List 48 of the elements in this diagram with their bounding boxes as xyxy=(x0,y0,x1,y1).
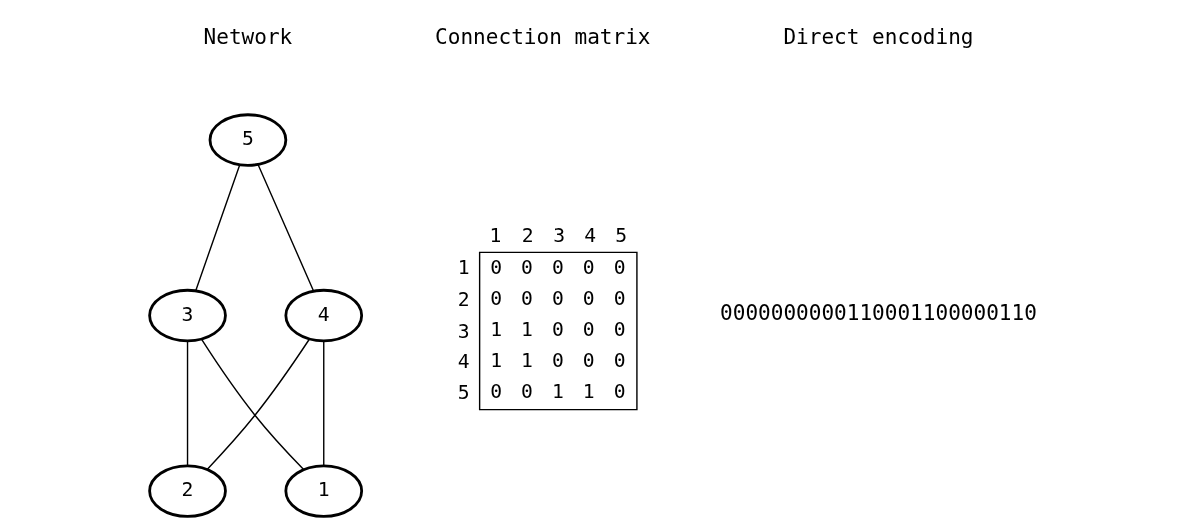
label: 0 xyxy=(582,318,595,342)
label: 1 xyxy=(551,379,564,403)
node-ellipse: 3 xyxy=(148,288,227,343)
label: 1 xyxy=(457,255,470,279)
node-ellipse: 2 xyxy=(148,464,227,518)
label: 4 xyxy=(457,350,470,374)
label: 0 xyxy=(613,349,626,373)
label: 0 xyxy=(582,349,595,373)
label: 0 xyxy=(582,287,595,311)
label: 0 xyxy=(521,287,533,311)
label: 0 xyxy=(613,379,626,403)
label: 0 xyxy=(613,318,626,342)
node-ellipse: 1 xyxy=(284,464,364,518)
label: Network xyxy=(203,23,293,49)
node-ellipse: 4 xyxy=(284,288,364,343)
label: 1 xyxy=(489,224,502,248)
label: 0 xyxy=(613,256,626,280)
label: 0 xyxy=(521,379,533,403)
label: 4 xyxy=(584,224,597,248)
label: 3 xyxy=(553,224,566,248)
connector xyxy=(195,164,241,292)
connector xyxy=(323,340,325,467)
label: 1 xyxy=(582,379,595,403)
label: Connection matrix xyxy=(435,23,651,49)
label: 0 xyxy=(521,256,533,280)
label: 0 xyxy=(551,256,564,280)
connector xyxy=(186,340,189,467)
label: 1 xyxy=(521,349,533,373)
label: 0000000000110001100000110 xyxy=(720,300,1037,326)
connector xyxy=(257,164,315,292)
label: 0 xyxy=(490,379,503,403)
label: 0 xyxy=(613,287,626,311)
label: 0 xyxy=(551,318,564,342)
label: 5 xyxy=(457,381,470,405)
label: 1 xyxy=(490,318,503,342)
label: Direct encoding xyxy=(783,23,974,49)
label: 0 xyxy=(490,256,503,280)
node-ellipse: 5 xyxy=(208,113,288,167)
label: 0 xyxy=(582,256,595,280)
label: 2 xyxy=(457,288,470,312)
label: 0 xyxy=(551,287,564,311)
label: 0 xyxy=(551,349,564,373)
label: 2 xyxy=(521,224,534,248)
label: 3 xyxy=(457,319,470,343)
label: 0 xyxy=(490,287,503,311)
label: 1 xyxy=(521,318,533,342)
label: 1 xyxy=(490,349,503,373)
label: 5 xyxy=(615,224,627,248)
